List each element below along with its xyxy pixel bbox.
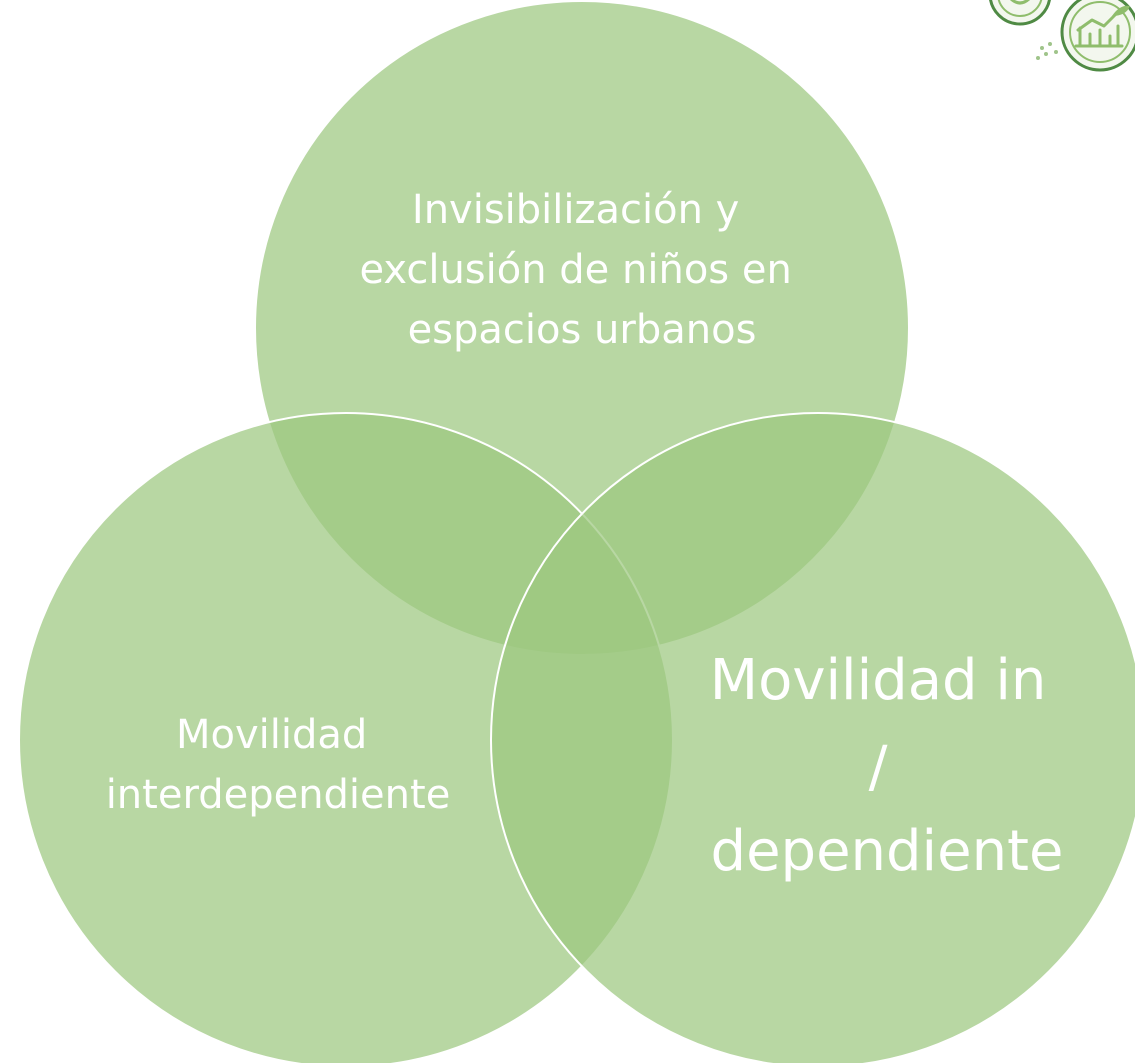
label-left-line-2: interdependiente [106,772,451,818]
label-right-line-3: dependiente [711,819,1064,884]
label-top-line-3: espacios urbanos [408,307,757,353]
label-left-line-1: Movilidad [176,712,367,758]
label-right: Movilidad in / dependiente [710,648,1064,884]
label-left: Movilidad interdependiente [106,712,451,818]
leaf-sprig-decoration [1036,42,1058,60]
label-right-line-2: / [869,735,888,800]
badge-icon [989,0,1051,26]
corner-logo [989,0,1135,72]
growth-chart-icon [1060,0,1135,72]
circle-right [490,412,1135,1063]
label-top: Invisibilización y exclusión de niños en… [359,187,804,353]
label-top-line-1: Invisibilización y [412,187,739,233]
label-top-line-2: exclusión de niños en [359,247,791,293]
label-right-line-1: Movilidad in [710,648,1047,713]
